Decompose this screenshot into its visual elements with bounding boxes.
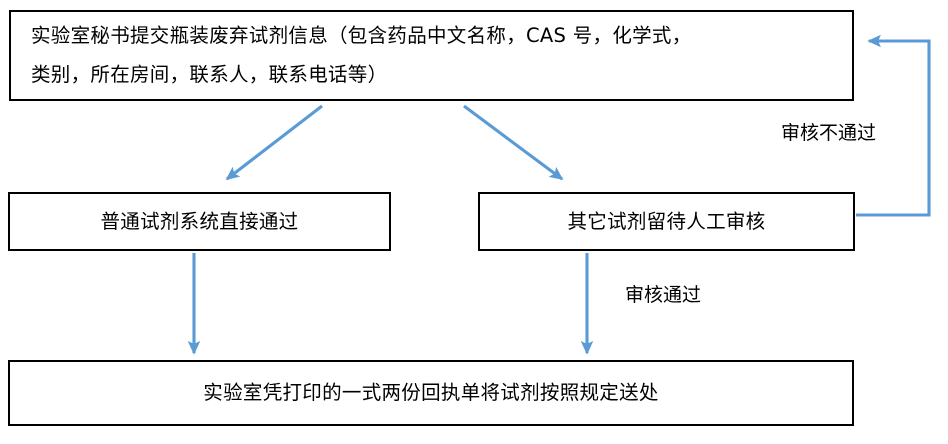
edge-label-review-rejected: 审核不通过 <box>781 122 877 144</box>
node-ordinary-reagent-auto-pass[interactable]: 普通试剂系统直接通过 <box>8 192 391 251</box>
edge-label-review-approved: 审核通过 <box>625 284 702 306</box>
node-auto-pass-label: 普通试剂系统直接通过 <box>100 209 299 233</box>
node-other-reagent-manual-review[interactable]: 其它试剂留待人工审核 <box>478 192 855 251</box>
edge-submit-to-manual-review <box>463 104 564 181</box>
node-submit-label: 实验室秘书提交瓶装废弃试剂信息（包含药品中文名称，CAS 号，化学式， 类别，所… <box>31 24 692 86</box>
edge-submit-to-auto-pass <box>225 104 323 181</box>
node-manual-review-label: 其它试剂留待人工审核 <box>567 209 766 233</box>
node-lab-dispose-with-receipt[interactable]: 实验室凭打印的一式两份回执单将试剂按照规定送处 <box>8 360 854 426</box>
node-submit-waste-reagent-info[interactable]: 实验室秘书提交瓶装废弃试剂信息（包含药品中文名称，CAS 号，化学式， 类别，所… <box>9 10 854 101</box>
node-dispose-label: 实验室凭打印的一式两份回执单将试剂按照规定送处 <box>203 381 659 405</box>
